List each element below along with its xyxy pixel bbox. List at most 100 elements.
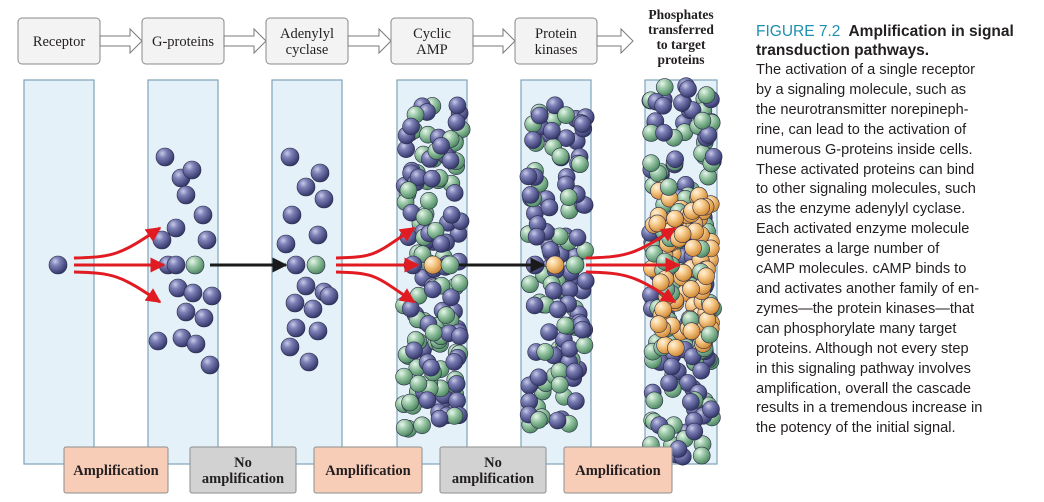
purple-molecule [442,288,460,307]
columns-layer [23,79,718,465]
green-molecule [399,181,418,199]
amplification-label: Amplification [73,463,158,479]
purple-molecule [402,117,420,136]
purple-molecule [692,361,710,380]
purple-molecule [310,163,330,183]
purple-molecule [525,296,544,315]
red-amplification-arrow [73,226,162,260]
green-molecule [401,393,419,412]
purple-molecule [565,362,584,381]
purple-molecule [308,225,328,245]
purple-molecule [519,167,538,186]
purple-molecule [573,320,592,339]
amplification-label: Amplification [325,463,410,479]
purple-molecule [530,106,549,125]
step-connector-arrow [99,27,143,55]
orange-molecule [649,315,668,333]
caption-line: and activates another family of en- [756,280,980,297]
green-molecule [556,316,575,335]
purple-molecule [447,375,466,393]
purple-molecule [282,205,302,225]
green-molecule [450,274,469,292]
purple-molecule [296,276,316,296]
green-molecule [692,446,711,465]
purple-molecule [524,131,542,149]
caption-line: the neurotransmitter norepineph- [756,101,969,118]
purple-molecule [660,374,678,392]
purple-molecule [666,150,684,169]
step-label: Receptor [33,34,86,50]
purple-molecule [568,228,587,247]
purple-molecule [573,115,592,133]
purple-molecule [418,391,437,409]
amplification-label: Amplification [575,463,660,479]
green-molecule [420,192,438,210]
caption-line: zymes—the protein kinases—that [756,300,975,317]
purple-molecule [540,198,559,217]
arrows-layer [73,226,681,304]
green-molecule [551,147,570,166]
purple-molecule [448,96,467,115]
green-molecule [642,154,660,172]
purple-molecule [182,160,202,180]
caption-line: to other signaling molecules, such [756,181,976,198]
purple-molecule [529,368,548,387]
purple-molecule [685,422,704,441]
purple-molecule [299,352,319,372]
green-molecule [697,86,716,104]
orange-molecule [666,209,684,228]
green-molecule [529,411,548,429]
purple-molecule [423,169,441,188]
orange-molecule [682,322,701,341]
purple-molecule [280,337,300,357]
orange-molecule [673,225,692,244]
orange-molecule [648,214,667,233]
purple-molecule [576,272,595,290]
purple-molecule [152,230,172,250]
caption-line: The activation of a single receptor [756,62,976,78]
figure-title: Amplification in signal transduction pat… [756,23,1014,59]
caption-line: cAMP molecules. cAMP binds to [756,261,967,278]
green-molecule [571,155,589,174]
purple-molecule [557,129,576,147]
purple-molecule [544,282,563,300]
purple-molecule [445,184,464,202]
purple-molecule [521,186,540,204]
purple-molecule [166,255,186,275]
green-molecule [395,419,414,437]
purple-molecule [314,189,334,209]
purple-molecule [560,340,579,358]
green-molecule [424,323,443,342]
purple-molecule [202,286,222,306]
caption-line: generates a large number of [756,241,940,258]
purple-molecule [319,286,339,306]
purple-molecule [679,80,697,98]
step-connector-arrow [223,27,267,55]
no-amplification-box [189,446,297,494]
orange-molecule [684,239,702,257]
purple-molecule [155,147,175,167]
orange-molecule [682,280,700,298]
purple-molecule [422,358,440,377]
green-molecule [536,343,555,361]
green-molecule [395,367,413,386]
purple-molecule [194,308,214,328]
purple-molecule [186,334,206,354]
purple-molecule [430,409,449,428]
amplification-box [313,446,423,494]
green-molecule [645,391,664,410]
caption-line: rine, can lead to the activation of [756,121,967,138]
red-amplification-arrow [585,270,677,304]
green-molecule [557,106,575,124]
purple-molecule [549,300,567,319]
red-amplification-arrow [335,270,416,304]
purple-molecule [432,136,450,155]
purple-molecule [197,230,217,250]
purple-molecule [682,393,700,411]
purple-molecule [432,235,451,253]
purple-molecule [166,218,186,238]
